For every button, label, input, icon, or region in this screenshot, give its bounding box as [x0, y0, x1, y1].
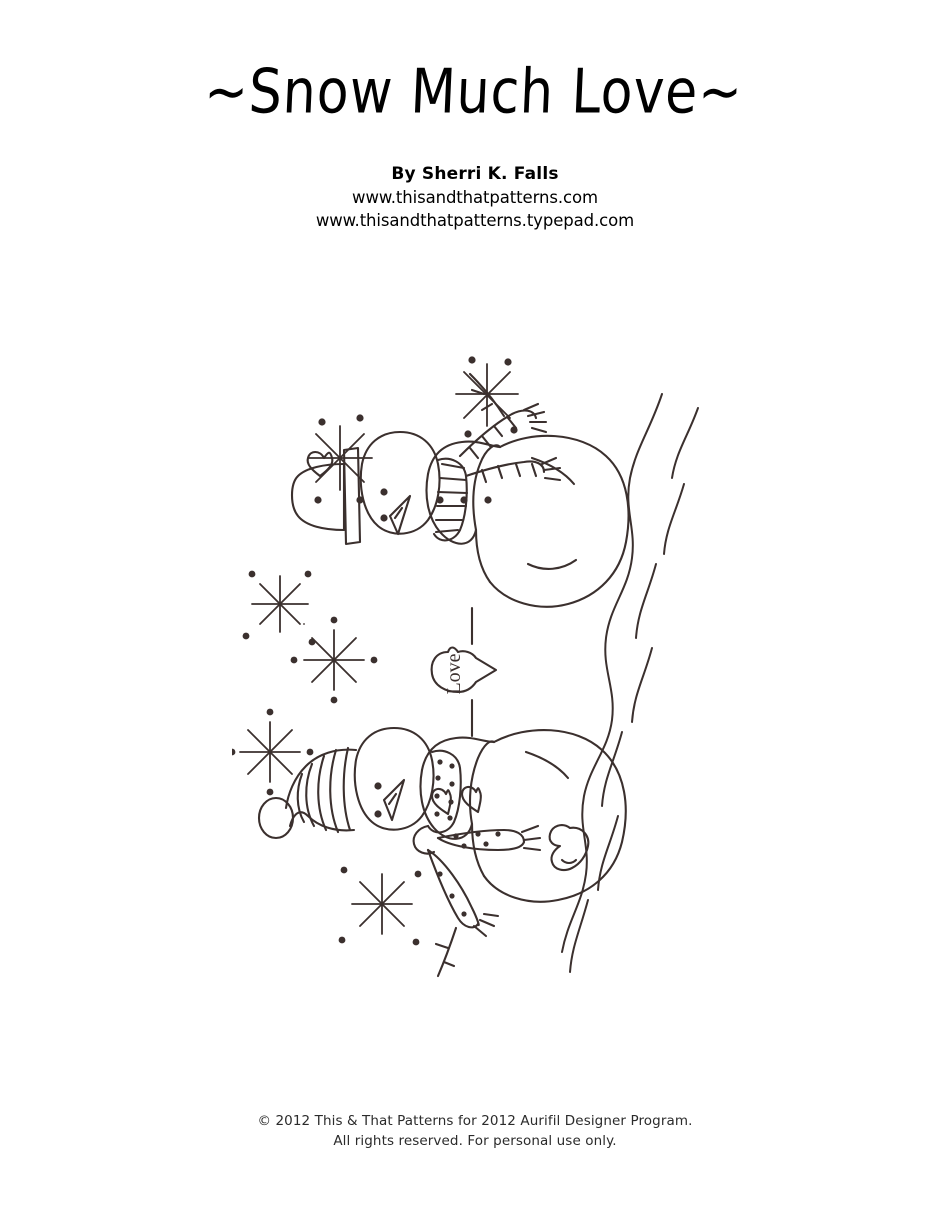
snowman-chest-left [420, 736, 496, 772]
snowflake [338, 866, 422, 946]
snowman-with-stocking-cap [257, 726, 627, 978]
striped-scarf [432, 402, 562, 542]
footer: © 2012 This & That Patterns for 2012 Aur… [0, 1112, 950, 1151]
button-dot [484, 496, 492, 504]
snowman-waist [474, 528, 492, 584]
pattern-illustration: Love [232, 352, 716, 984]
carrot-nose [388, 494, 412, 536]
snowdrift-border [561, 393, 699, 973]
snowmen-line-drawing: Love [232, 356, 699, 978]
tag-text: Love [443, 653, 465, 694]
snowman-chest-lower [419, 768, 474, 840]
header: ~Snow Much Love~ By Sherri K. Falls www.… [0, 57, 950, 230]
scarf-tail-fringe [522, 402, 540, 412]
snowman-head [353, 726, 435, 831]
top-hat [290, 446, 362, 546]
eye-dot [374, 782, 382, 790]
scarf-neck [426, 749, 462, 834]
polka-dot-scarf [412, 749, 542, 938]
hat-brim [342, 446, 362, 546]
scarf-tail-down [426, 848, 480, 929]
eye-dot [380, 488, 388, 496]
snowman-head [359, 430, 441, 535]
snowman-chest [468, 740, 496, 826]
twig-arm [434, 926, 458, 978]
carrot-nose-line [387, 792, 398, 806]
page-title: ~Snow Much Love~ [202, 57, 745, 129]
eye-dot [374, 810, 382, 818]
author-byline: By Sherri K. Falls [391, 164, 559, 184]
love-heart-tag: Love [430, 606, 498, 738]
heart-shape [430, 646, 498, 694]
cap-body [284, 748, 358, 810]
scarf-fringe [472, 924, 488, 938]
carrot-nose-line [393, 506, 404, 520]
scarf-neck [432, 457, 468, 542]
scarf-tail-upper [458, 409, 538, 458]
website-primary-link[interactable]: www.thisandthatpatterns.com [352, 188, 598, 207]
copyright-text: © 2012 This & That Patterns for 2012 Aur… [257, 1113, 693, 1129]
snowflake [307, 414, 373, 504]
snowflake [242, 570, 316, 646]
scarf-tail-fringe [540, 456, 558, 466]
hat-heart-icon [306, 450, 334, 478]
scarf-fringe [520, 824, 540, 834]
eye-dot [380, 514, 388, 522]
cap-pompom [257, 796, 295, 840]
snowman-waist [470, 822, 486, 878]
website-blog-link[interactable]: www.thisandthatpatterns.typepad.com [315, 211, 635, 230]
hat-crown [290, 462, 346, 532]
body-shading-arc [524, 750, 570, 780]
snowflake [290, 616, 378, 704]
snowman-body-large [488, 434, 630, 608]
body-lower-arc [526, 558, 578, 570]
snowman-with-top-hat [290, 372, 630, 608]
carrot-nose [382, 778, 406, 822]
snowman-body-large [482, 729, 627, 903]
heart-button [460, 785, 482, 814]
heart-button [430, 787, 452, 816]
mitten-icon [548, 824, 590, 872]
scarf-tail-right [436, 828, 526, 844]
rights-text: All rights reserved. For personal use on… [333, 1132, 617, 1149]
snowflake [455, 356, 519, 438]
scarf-knot [412, 824, 436, 855]
snowflake [232, 708, 314, 796]
stocking-cap [257, 746, 358, 840]
